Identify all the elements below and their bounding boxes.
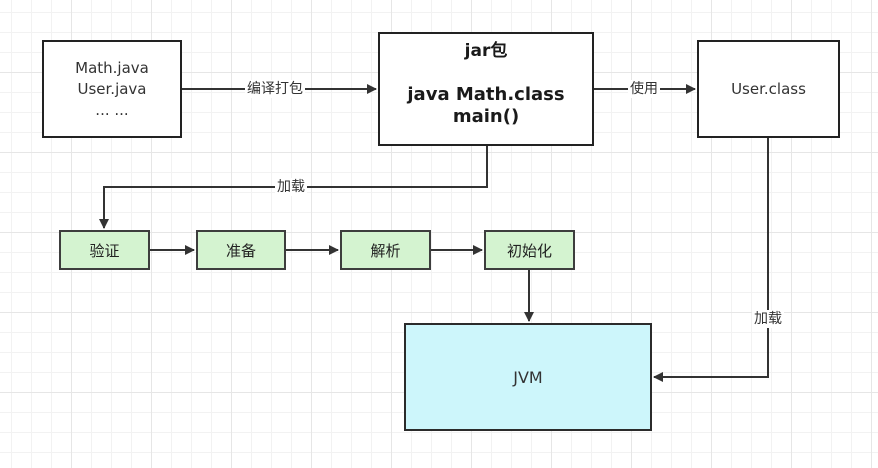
user-class-label: User.class [731, 80, 806, 98]
edge-load-right [653, 138, 769, 382]
step-initialize: 初始化 [484, 230, 575, 270]
source-file-user: User.java [77, 79, 147, 98]
edge-label-load-right: 加载 [752, 310, 784, 328]
step-prepare: 准备 [196, 230, 286, 270]
user-class-box: User.class [697, 40, 840, 138]
jar-main: main() [452, 106, 520, 127]
source-files-box: Math.java User.java ... ... [42, 40, 182, 138]
jvm-box: JVM [404, 323, 652, 431]
edge-label-compile: 编译打包 [245, 80, 305, 98]
step-resolve: 解析 [340, 230, 431, 270]
step-verify: 验证 [59, 230, 150, 270]
source-file-math: Math.java [75, 58, 149, 77]
jvm-label: JVM [513, 367, 543, 387]
jar-package-box: jar包 java Math.class main() [378, 32, 594, 146]
source-file-more: ... ... [95, 100, 129, 119]
step-verify-label: 验证 [89, 241, 120, 260]
jar-command: java Math.class [407, 84, 565, 105]
step-prepare-label: 准备 [225, 241, 256, 260]
step-resolve-label: 解析 [370, 241, 401, 260]
edge-label-load-left: 加载 [275, 178, 307, 196]
edge-label-use: 使用 [628, 80, 660, 98]
jar-title: jar包 [464, 41, 508, 61]
step-initialize-label: 初始化 [506, 241, 552, 260]
